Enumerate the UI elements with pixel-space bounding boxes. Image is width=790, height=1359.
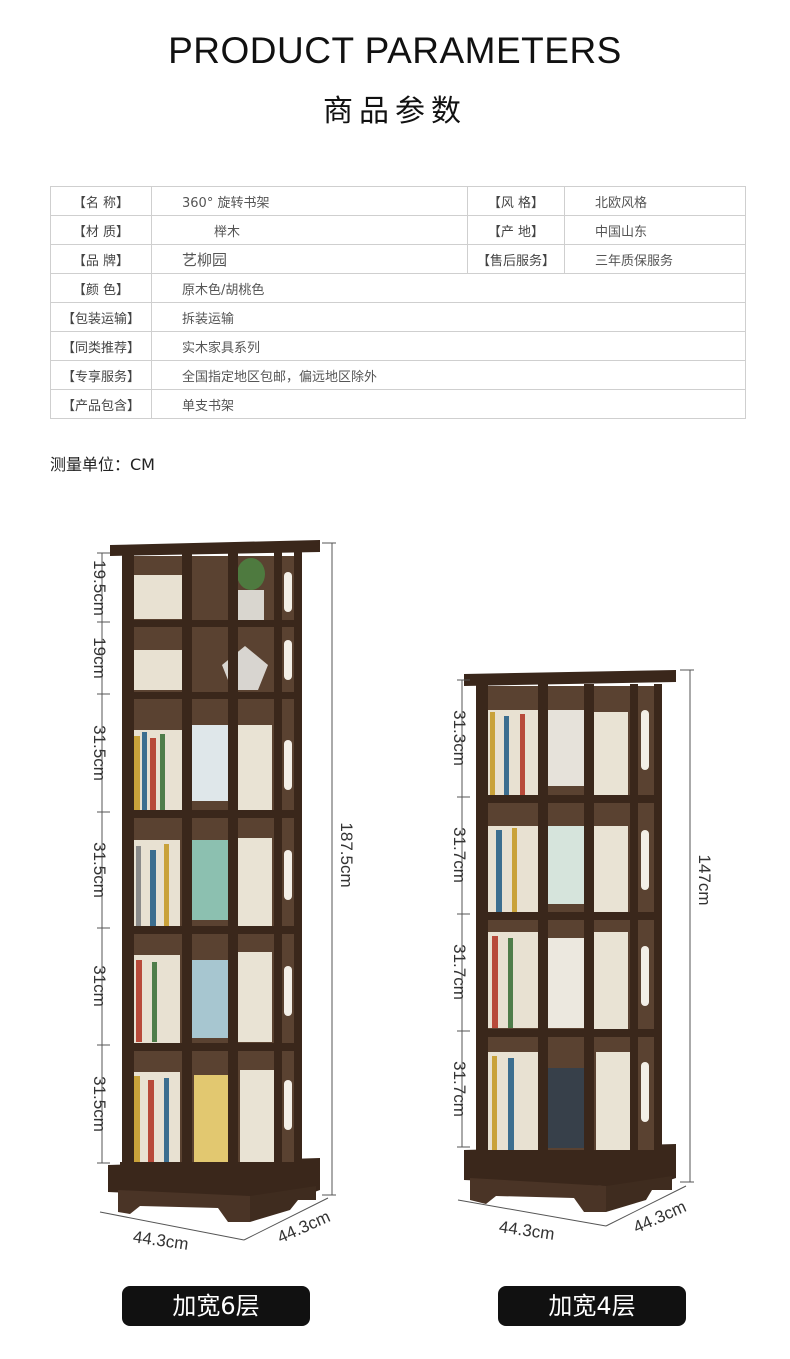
table-row: 【专享服务】 全国指定地区包邮，偏远地区除外 (50, 360, 746, 390)
dim-6-depth: 44.3cm (274, 1207, 333, 1247)
param-label: 【风 格】 (467, 186, 565, 216)
measurement-unit-note: 测量单位：CM (50, 455, 155, 474)
table-row: 【材 质】 榉木 【产 地】 中国山东 (50, 215, 746, 245)
dim-4-shelf-3: 31.7cm (450, 944, 469, 1000)
dim-4-depth: 44.3cm (630, 1197, 689, 1237)
dim-4-width: 44.3cm (498, 1217, 556, 1244)
dim-6-total-height: 187.5cm (337, 822, 356, 887)
dim-4-shelf-1: 31.3cm (450, 710, 469, 766)
bookshelf-6-tier (108, 540, 320, 1222)
param-label: 【名 称】 (50, 186, 152, 216)
dim-6-shelf-6: 31.5cm (90, 1076, 109, 1132)
param-value: 北欧风格 (564, 186, 746, 216)
dim-4-shelf-2: 31.7cm (450, 827, 469, 883)
param-label: 【产品包含】 (50, 389, 152, 419)
dim-6-shelf-5: 31cm (90, 965, 109, 1007)
param-value: 单支书架 (151, 389, 746, 419)
page-title-en: PRODUCT PARAMETERS (168, 30, 622, 71)
param-value: 原木色/胡桃色 (151, 273, 746, 303)
dim-6-shelf-4: 31.5cm (90, 842, 109, 898)
parameter-table: 【名 称】 360° 旋转书架 【风 格】 北欧风格 【材 质】 榉木 【产 地… (50, 186, 746, 419)
dim-6-shelf-2: 19cm (90, 637, 109, 679)
bookshelf-4-tier (464, 670, 676, 1212)
param-value: 中国山东 (564, 215, 746, 245)
variant-label-6-tier: 加宽6层 (122, 1286, 310, 1326)
param-label: 【品 牌】 (50, 244, 152, 274)
param-value: 榉木 (151, 215, 468, 245)
param-label: 【售后服务】 (467, 244, 565, 274)
variant-label-4-tier: 加宽4层 (498, 1286, 686, 1326)
param-label: 【颜 色】 (50, 273, 152, 303)
param-label: 【专享服务】 (50, 360, 152, 390)
table-row: 【包装运输】 拆装运输 (50, 302, 746, 332)
dim-6-width: 44.3cm (132, 1227, 190, 1254)
param-value: 艺柳园 (151, 244, 468, 274)
dim-6-shelf-3: 31.5cm (90, 725, 109, 781)
param-value: 三年质保服务 (564, 244, 746, 274)
param-value: 全国指定地区包邮，偏远地区除外 (151, 360, 746, 390)
table-row: 【产品包含】 单支书架 (50, 389, 746, 419)
dim-4-total-height: 147cm (695, 854, 714, 905)
param-value: 拆装运输 (151, 302, 746, 332)
table-row: 【颜 色】 原木色/胡桃色 (50, 273, 746, 303)
param-label: 【包装运输】 (50, 302, 152, 332)
table-row: 【名 称】 360° 旋转书架 【风 格】 北欧风格 (50, 186, 746, 216)
dim-4-shelf-4: 31.7cm (450, 1061, 469, 1117)
page-title-cn: 商品参数 (323, 94, 467, 129)
param-label: 【产 地】 (467, 215, 565, 245)
dim-6-shelf-1: 19.5cm (90, 560, 109, 616)
table-row: 【品 牌】 艺柳园 【售后服务】 三年质保服务 (50, 244, 746, 274)
